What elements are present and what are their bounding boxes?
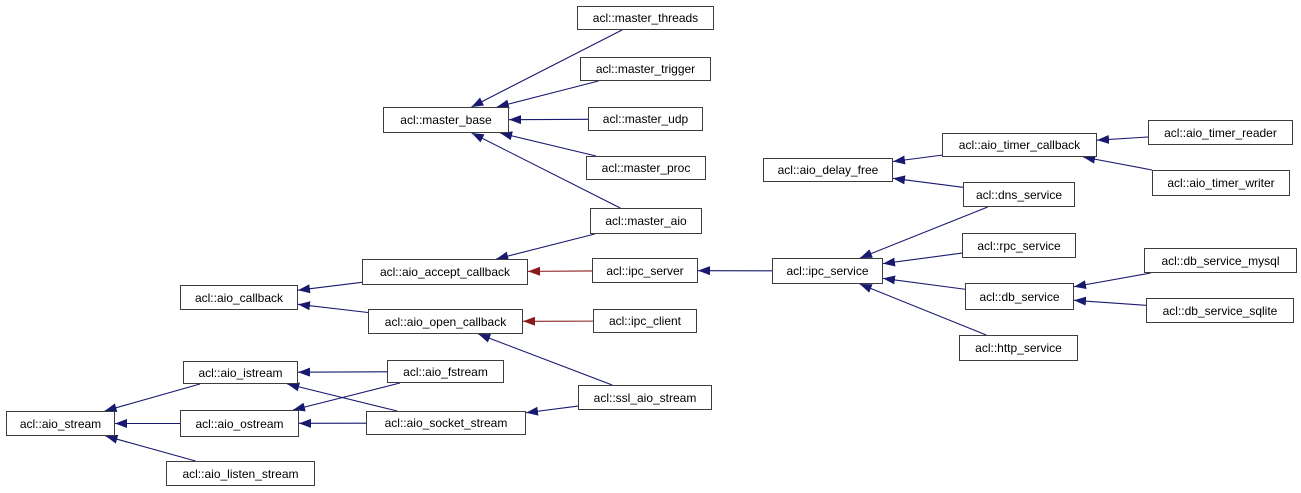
class-node-aio_callback[interactable]: acl::aio_callback	[180, 285, 298, 310]
class-node-db_service_sqlite[interactable]: acl::db_service_sqlite	[1146, 298, 1294, 323]
inheritance-edge-aio_timer_callback-to-aio_delay_free	[892, 154, 943, 165]
inheritance-edge-master_threads-to-master_base	[471, 29, 623, 108]
class-node-aio_socket_stream[interactable]: acl::aio_socket_stream	[366, 411, 526, 435]
inheritance-edge-aio_istream-to-aio_stream	[104, 383, 201, 413]
class-node-master_proc[interactable]: acl::master_proc	[586, 156, 706, 180]
class-node-ipc_service[interactable]: acl::ipc_service	[772, 258, 883, 284]
inheritance-edge-aio_listen_stream-to-aio_stream	[105, 434, 196, 462]
class-node-aio_istream[interactable]: acl::aio_istream	[183, 361, 298, 384]
class-node-aio_open_callback[interactable]: acl::aio_open_callback	[368, 309, 523, 334]
inheritance-edge-aio_fstream-to-aio_ostream	[292, 382, 401, 412]
inheritance-edge-db_service_sqlite-to-db_service	[1073, 296, 1147, 306]
class-node-master_udp[interactable]: acl::master_udp	[588, 107, 703, 131]
class-node-aio_ostream[interactable]: acl::aio_ostream	[180, 410, 299, 437]
class-node-db_service_mysql[interactable]: acl::db_service_mysql	[1144, 248, 1297, 273]
inheritance-edge-ssl_aio_stream-to-aio_open_callback	[478, 333, 613, 386]
class-node-http_service[interactable]: acl::http_service	[959, 335, 1078, 361]
class-node-aio_timer_reader[interactable]: acl::aio_timer_reader	[1148, 120, 1293, 145]
inheritance-edge-aio_timer_writer-to-aio_timer_callback	[1083, 154, 1153, 171]
inheritance-edge-rpc_service-to-ipc_service	[882, 252, 963, 267]
inheritance-edge-dns_service-to-ipc_service	[859, 206, 988, 259]
class-node-ipc_server[interactable]: acl::ipc_server	[592, 258, 698, 283]
class-node-aio_listen_stream[interactable]: acl::aio_listen_stream	[166, 461, 315, 486]
class-node-aio_timer_writer[interactable]: acl::aio_timer_writer	[1152, 170, 1290, 196]
class-node-aio_delay_free[interactable]: acl::aio_delay_free	[763, 158, 893, 182]
class-node-aio_accept_callback[interactable]: acl::aio_accept_callback	[362, 259, 528, 285]
inheritance-edge-dns_service-to-aio_delay_free	[892, 175, 964, 188]
inheritance-edge-aio_open_callback-to-aio_callback	[297, 301, 369, 314]
inheritance-edge-aio_accept_callback-to-aio_callback	[297, 281, 363, 294]
inheritance-edge-http_service-to-ipc_service	[859, 283, 987, 336]
inheritance-edge-master_trigger-to-master_base	[496, 80, 599, 109]
class-node-ipc_client[interactable]: acl::ipc_client	[593, 309, 697, 333]
class-node-aio_fstream[interactable]: acl::aio_fstream	[387, 360, 504, 383]
class-node-aio_timer_callback[interactable]: acl::aio_timer_callback	[942, 133, 1097, 157]
class-node-master_threads[interactable]: acl::master_threads	[577, 6, 714, 30]
inheritance-edge-db_service-to-ipc_service	[882, 275, 966, 290]
inheritance-edge-master_proc-to-master_base	[500, 131, 597, 157]
inheritance-edge-aio_timer_reader-to-aio_timer_callback	[1096, 134, 1149, 144]
class-node-master_trigger[interactable]: acl::master_trigger	[580, 57, 711, 81]
class-node-master_base[interactable]: acl::master_base	[383, 107, 509, 133]
inheritance-edge-db_service_mysql-to-db_service	[1073, 272, 1151, 290]
inheritance-edge-master_aio-to-aio_accept_callback	[496, 233, 595, 261]
class-node-db_service[interactable]: acl::db_service	[965, 283, 1074, 310]
class-node-master_aio[interactable]: acl::master_aio	[590, 208, 702, 234]
inheritance-edge-ssl_aio_stream-to-aio_socket_stream	[525, 405, 579, 416]
class-node-ssl_aio_stream[interactable]: acl::ssl_aio_stream	[578, 385, 712, 410]
class-node-rpc_service[interactable]: acl::rpc_service	[962, 233, 1076, 258]
inheritance-edge-master_aio-to-master_base	[471, 132, 621, 209]
class-node-aio_stream[interactable]: acl::aio_stream	[6, 411, 115, 436]
inheritance-edge-aio_socket_stream-to-aio_istream	[287, 382, 398, 412]
class-node-dns_service[interactable]: acl::dns_service	[963, 182, 1075, 207]
